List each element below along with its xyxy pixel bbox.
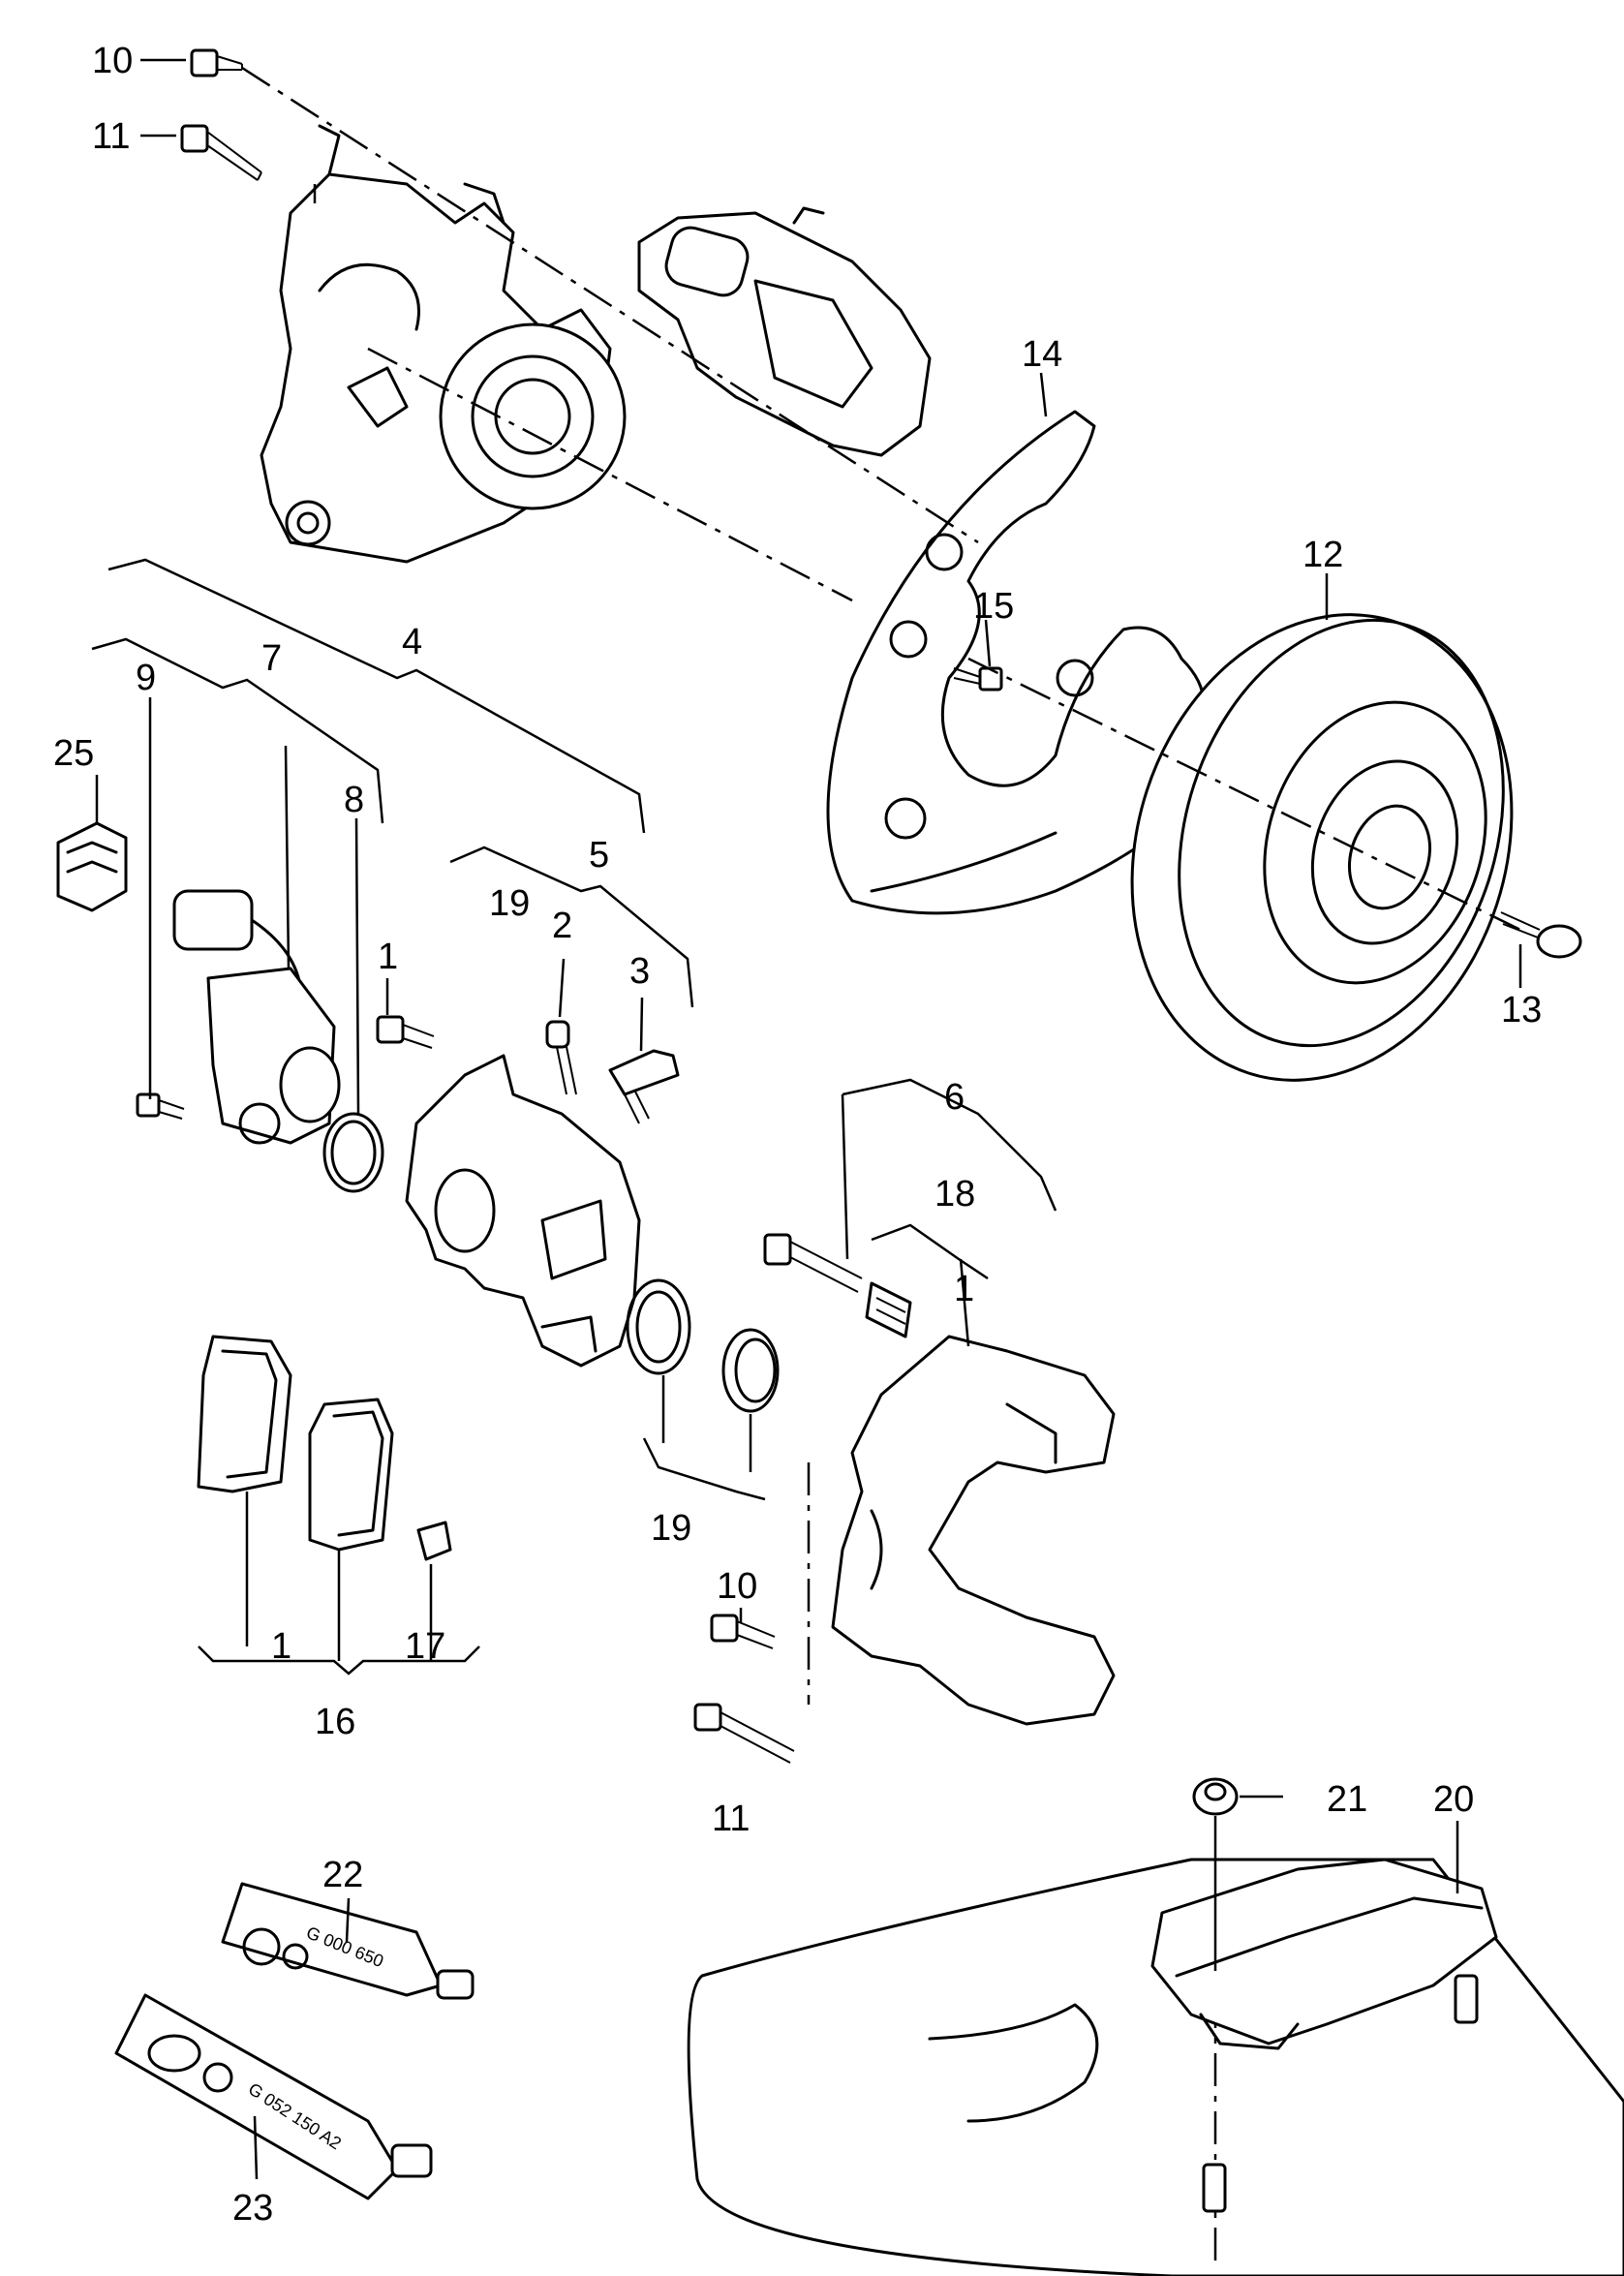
caliper-carrier (831, 1335, 1116, 1726)
screw-9 (136, 1092, 185, 1120)
callout-19-bottom: 19 (651, 1508, 691, 1549)
callout-leaders (95, 58, 1522, 2180)
callout-18: 18 (935, 1174, 975, 1215)
callout-19-top: 19 (489, 883, 530, 924)
control-unit (1150, 1858, 1498, 2050)
callout-6: 6 (944, 1077, 965, 1118)
o-ring-8 (322, 1112, 384, 1193)
brake-pad-2 (308, 1398, 394, 1552)
dust-seal-19 (626, 1278, 780, 1413)
parking-brake-motor (172, 889, 341, 1145)
pad-spring-17 (416, 1521, 452, 1561)
callout-5: 5 (589, 835, 609, 876)
callout-labels: 10 11 14 12 15 13 4 7 9 25 8 5 19 2 3 1 … (53, 41, 1542, 2229)
caliper-housing (405, 1054, 641, 1368)
callout-8: 8 (344, 780, 364, 820)
nut-21 (1192, 1777, 1239, 1816)
bracket-5 (449, 846, 694, 1008)
callout-9: 9 (136, 658, 156, 698)
caliper-top (637, 206, 932, 457)
brake-disc (1130, 613, 1514, 1082)
bracket-19-bottom (642, 1437, 766, 1501)
bolt-10-top (190, 48, 243, 77)
dust-shield (826, 410, 1208, 915)
bleeder-cap-2 (545, 1020, 577, 1095)
callout-13: 13 (1501, 990, 1542, 1030)
callout-1-pads: 1 (271, 1626, 291, 1667)
callout-1-mid: 1 (954, 1269, 974, 1309)
bolt-10-bottom (710, 1614, 776, 1649)
connector-25 (56, 821, 128, 912)
callout-12: 12 (1302, 535, 1343, 575)
callout-11-top: 11 (92, 116, 130, 157)
callout-15: 15 (973, 586, 1014, 627)
callout-14: 14 (1022, 334, 1062, 375)
callout-10-top: 10 (92, 41, 133, 81)
callout-4: 4 (402, 622, 422, 662)
callout-23: 23 (232, 2188, 273, 2229)
callout-25: 25 (53, 733, 94, 774)
callout-1-bolt: 1 (378, 937, 398, 977)
callout-11-bottom: 11 (712, 1799, 750, 1839)
grease-tube-23 (114, 1993, 433, 2200)
bracket-4 (107, 558, 646, 834)
callout-22: 22 (322, 1855, 363, 1895)
bracket-18 (871, 1223, 989, 1280)
callout-16: 16 (315, 1702, 355, 1742)
guide-sleeve-18 (865, 1281, 912, 1338)
floor-panel (687, 1858, 1624, 2276)
callout-21: 21 (1327, 1779, 1367, 1820)
bleeder-valve-3 (608, 1049, 680, 1124)
callout-20: 20 (1433, 1779, 1474, 1820)
bolt-1 (376, 1015, 435, 1049)
bracket-16 (198, 1645, 480, 1676)
brake-pad-1 (197, 1335, 292, 1493)
bolt-11-bottom (693, 1703, 795, 1764)
callout-3: 3 (629, 951, 650, 992)
screw-13 (1500, 911, 1582, 959)
bracket-6 (842, 1078, 1057, 1212)
guide-pin-6 (763, 1233, 863, 1293)
grease-tube-22 (221, 1882, 475, 2000)
callout-10-bottom: 10 (717, 1566, 757, 1607)
callout-7: 7 (261, 638, 282, 679)
wheel-hub-knuckle (260, 124, 627, 564)
callout-2: 2 (552, 906, 572, 946)
assembly-axis-lines (241, 66, 1521, 2266)
stud-bolts (1202, 1974, 1479, 2213)
bolt-11-top (180, 124, 262, 181)
bracket-7 (91, 637, 384, 824)
callout-17: 17 (405, 1626, 445, 1667)
